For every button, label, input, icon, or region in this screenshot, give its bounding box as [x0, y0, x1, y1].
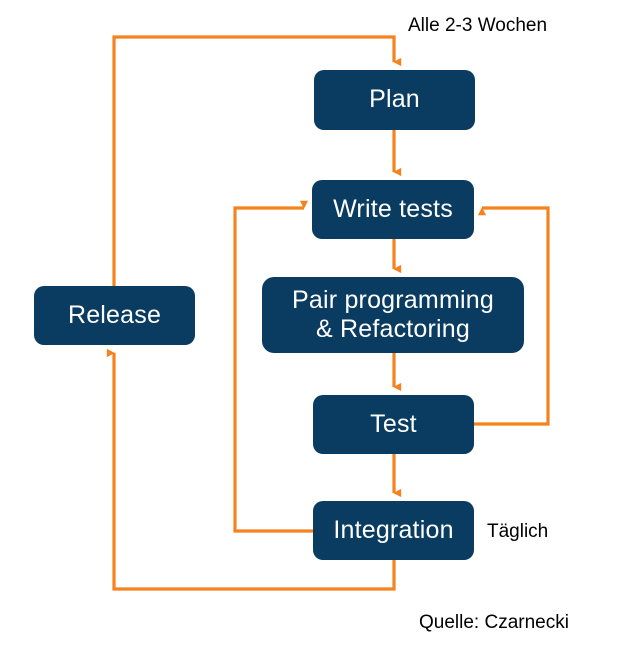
node-integration[interactable]: Integration — [313, 501, 474, 560]
node-release-label: Release — [67, 300, 162, 329]
annotation-source: Quelle: Czarnecki — [419, 612, 569, 633]
annotation-cadence: Alle 2-3 Wochen — [408, 15, 548, 36]
node-plan[interactable]: Plan — [314, 70, 475, 130]
node-write-tests-label: Write tests — [333, 194, 453, 223]
node-write-tests[interactable]: Write tests — [312, 180, 474, 239]
connector-test-to-write-tests-loop — [474, 206, 550, 426]
connector-integration-to-write-tests-loop — [233, 200, 313, 533]
node-pair-programming-refactoring[interactable]: Pair programming & Refactoring — [262, 277, 524, 353]
node-test-label: Test — [370, 409, 417, 438]
node-release[interactable]: Release — [34, 286, 195, 345]
node-integration-label: Integration — [333, 515, 454, 544]
node-pair-programming-refactoring-label: Pair programming & Refactoring — [292, 285, 494, 344]
node-plan-label: Plan — [369, 85, 420, 114]
annotation-daily: Täglich — [487, 521, 549, 542]
connector-release-to-plan — [112, 35, 402, 287]
node-test[interactable]: Test — [313, 395, 474, 454]
connector-integration-to-release — [106, 348, 396, 591]
